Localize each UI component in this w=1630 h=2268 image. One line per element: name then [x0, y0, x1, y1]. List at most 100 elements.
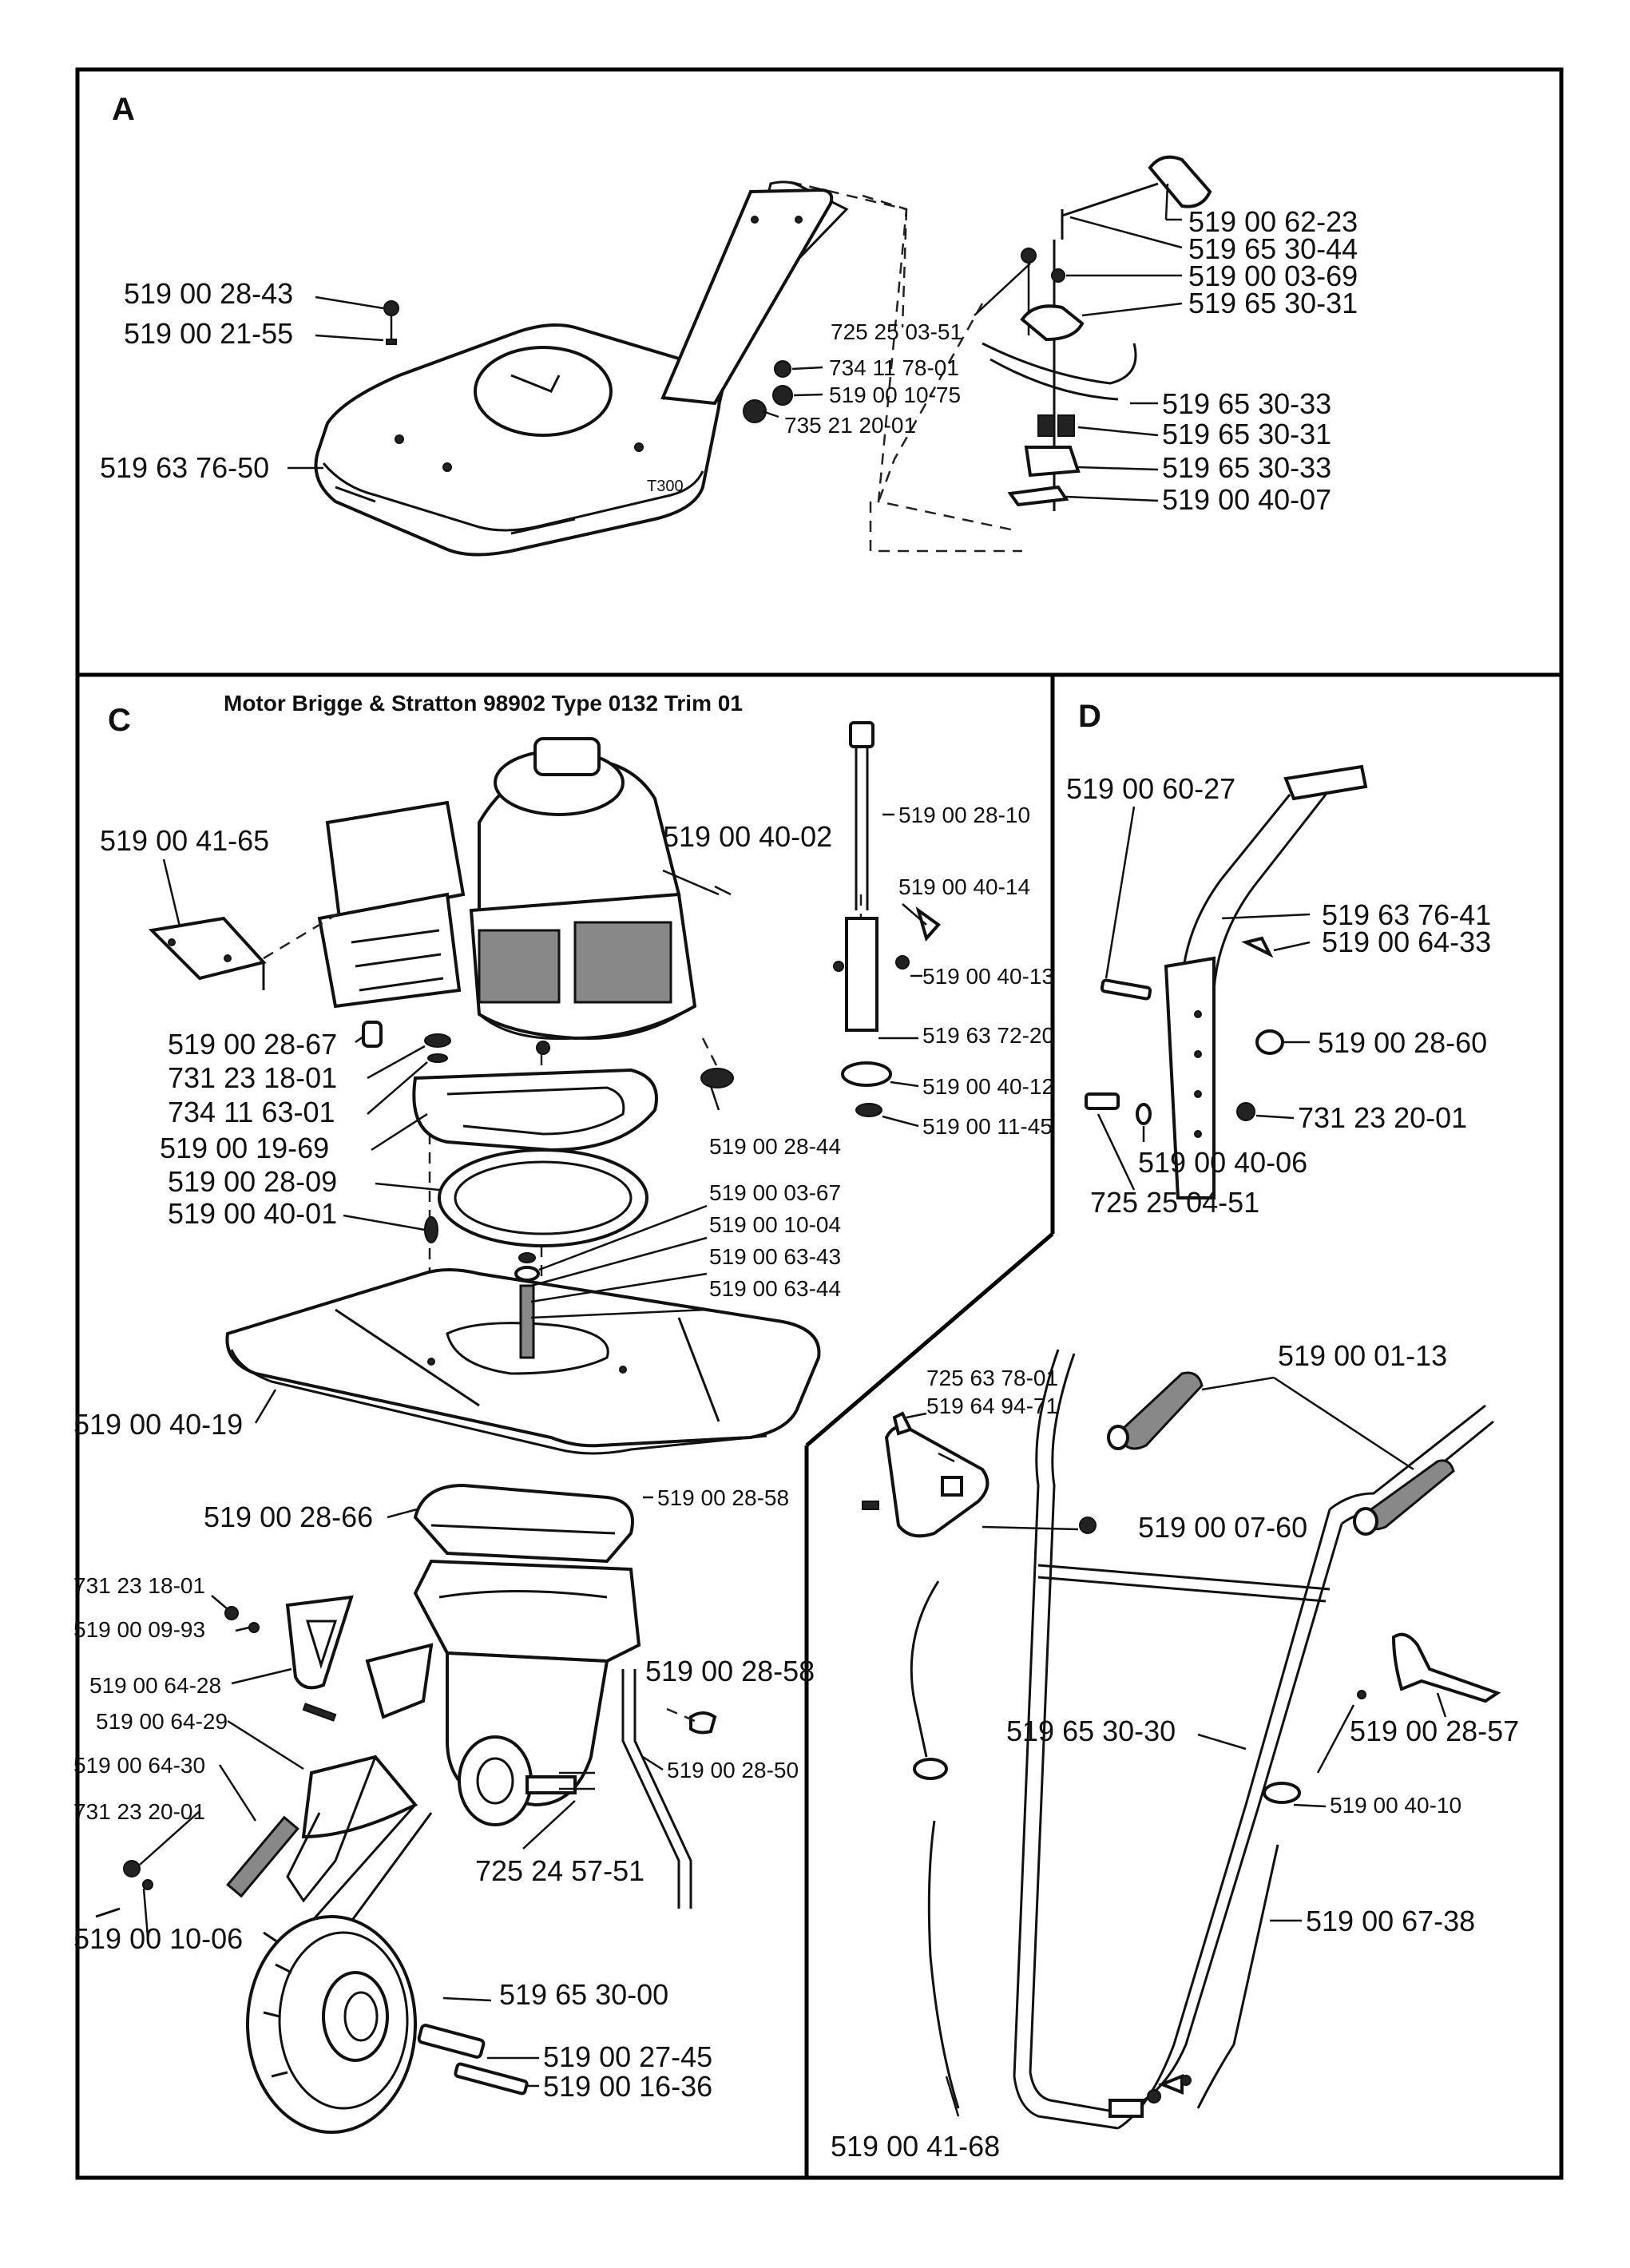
part-label: 519 00 67-38 [1306, 1905, 1475, 1937]
throttle-control-plate [862, 1411, 1097, 1538]
part-label: 519 65 30-30 [1006, 1715, 1176, 1747]
part-label: 519 00 28-57 [1350, 1715, 1519, 1747]
part-label: 519 00 10-06 [73, 1922, 243, 1955]
part-label: 519 00 40-10 [1330, 1793, 1461, 1818]
part-label: 519 65 30-00 [499, 1978, 668, 2011]
part-label: 519 00 63-43 [709, 1244, 841, 1269]
part-label: 519 00 40-01 [168, 1197, 337, 1230]
engine [317, 737, 697, 1055]
right-rod [559, 1669, 717, 1909]
section-a-letter: A [112, 92, 135, 127]
diagram-frames [75, 67, 1564, 2180]
labels-d: 519 00 60-27 519 63 76-41 519 00 64-33 5… [831, 772, 1519, 2163]
part-label: 519 00 28-58 [645, 1655, 815, 1687]
part-label: 519 65 30-31 [1162, 418, 1331, 450]
cable-clips [913, 1758, 1301, 1804]
part-label: 519 00 28-58 [657, 1485, 789, 1510]
part-label: 519 00 28-44 [709, 1134, 841, 1159]
part-label: 731 23 18-01 [168, 1061, 337, 1094]
part-label: 519 00 10-75 [829, 383, 961, 407]
part-label: 519 00 28-10 [898, 803, 1030, 827]
control-cables [910, 1580, 1279, 2109]
part-label: 519 00 28-66 [204, 1501, 373, 1533]
left-fasteners [95, 1606, 337, 1918]
part-label: 731 23 20-01 [1298, 1101, 1467, 1134]
part-label: 519 00 64-33 [1322, 926, 1491, 958]
section-d-letter: D [1078, 699, 1101, 734]
section-d: D [831, 699, 1519, 2163]
part-label: 519 00 40-13 [922, 964, 1054, 989]
part-label: 519 00 63-44 [709, 1276, 841, 1301]
lower-housing [413, 1483, 641, 1826]
part-label: 519 00 10-04 [709, 1212, 841, 1237]
part-label: 519 00 40-02 [663, 820, 832, 853]
part-label: 519 00 28-60 [1318, 1026, 1487, 1059]
part-label: 519 65 30-44 [1188, 232, 1358, 265]
part-label: 519 00 40-12 [922, 1074, 1054, 1099]
part-label: 519 63 76-50 [100, 451, 269, 484]
part-label: 519 00 41-65 [100, 824, 269, 857]
section-c-title: Motor Brigge & Stratton 98902 Type 0132 … [224, 691, 743, 716]
part-label: 731 23 20-01 [73, 1799, 205, 1824]
part-label: 519 63 76-41 [1322, 898, 1491, 931]
hood-model-text: T300 [647, 478, 684, 495]
part-label: 519 00 64-29 [96, 1709, 228, 1734]
throttle-lever-assembly [982, 155, 1212, 511]
section-c: C Motor Brigge & Stratton 98902 Type 013… [73, 691, 1054, 2134]
part-label: 519 00 21-55 [124, 317, 293, 350]
part-label: 725 24 57-51 [475, 1854, 644, 1887]
handle-grips [1107, 1371, 1455, 1536]
upper-small-parts [1085, 936, 1284, 1125]
part-label: 519 00 64-30 [73, 1753, 205, 1778]
part-label: 519 00 40-06 [1138, 1146, 1307, 1179]
part-label: 735 21 20-01 [784, 413, 916, 438]
part-label: 519 00 09-93 [73, 1617, 205, 1642]
center-nuts [743, 360, 793, 423]
part-label: 519 00 03-69 [1188, 260, 1358, 292]
part-label: 519 00 40-19 [73, 1408, 243, 1441]
part-label: 519 00 40-14 [898, 874, 1030, 899]
throttle-trigger [1316, 1632, 1501, 1774]
part-label: 519 63 72-20 [922, 1023, 1054, 1048]
part-label: 519 64 94-71 [926, 1394, 1058, 1418]
blade-bolt-stack [514, 1252, 540, 1359]
section-a: A T300 [100, 92, 1358, 557]
leaders-c [139, 813, 927, 2088]
part-label: 725 25 04-51 [1090, 1186, 1259, 1219]
wheel [246, 1915, 529, 2134]
part-label: 519 00 28-43 [124, 277, 293, 310]
part-label: 519 00 64-28 [89, 1673, 221, 1698]
bracket [148, 916, 267, 990]
part-label: 519 00 03-67 [709, 1180, 841, 1205]
part-label: 519 00 07-60 [1138, 1511, 1307, 1544]
part-label: 519 00 41-68 [831, 2130, 1000, 2163]
part-label: 519 65 30-31 [1188, 287, 1358, 319]
labels-a: 519 00 28-43 519 00 21-55 519 63 76-50 7… [100, 205, 1358, 516]
height-adjust-lever [226, 1595, 434, 1965]
part-label: 519 00 60-27 [1066, 772, 1235, 805]
part-label: 725 25 03-51 [831, 319, 962, 344]
part-label: 734 11 63-01 [168, 1096, 335, 1128]
part-label: 734 11 78-01 [829, 355, 959, 380]
leaders-d [906, 806, 1447, 2117]
hood-screw [383, 300, 399, 345]
handle-upper-bracket [1164, 764, 1368, 1199]
part-label: 519 00 62-23 [1188, 205, 1358, 238]
part-label: 519 00 28-09 [168, 1165, 337, 1198]
part-label: 731 23 18-01 [73, 1573, 205, 1598]
part-label: 519 00 01-13 [1278, 1339, 1447, 1372]
part-label: 519 00 11-45 [922, 1114, 1053, 1139]
spacers-washers [362, 1021, 734, 1243]
gaskets [412, 1068, 658, 1247]
section-c-letter: C [108, 703, 131, 738]
part-label: 519 00 19-69 [160, 1132, 329, 1164]
leaders-a [288, 183, 1183, 502]
labels-c: 519 00 41-65 519 00 40-02 519 00 28-10 5… [73, 803, 1054, 2103]
part-label: 519 00 27-45 [543, 2040, 712, 2073]
part-label: 519 65 30-33 [1162, 387, 1331, 420]
engine-hood: T300 [314, 180, 849, 557]
part-label: 519 00 28-67 [168, 1028, 337, 1061]
part-label: 519 00 28-50 [667, 1758, 799, 1782]
part-label: 519 65 30-33 [1162, 451, 1331, 484]
